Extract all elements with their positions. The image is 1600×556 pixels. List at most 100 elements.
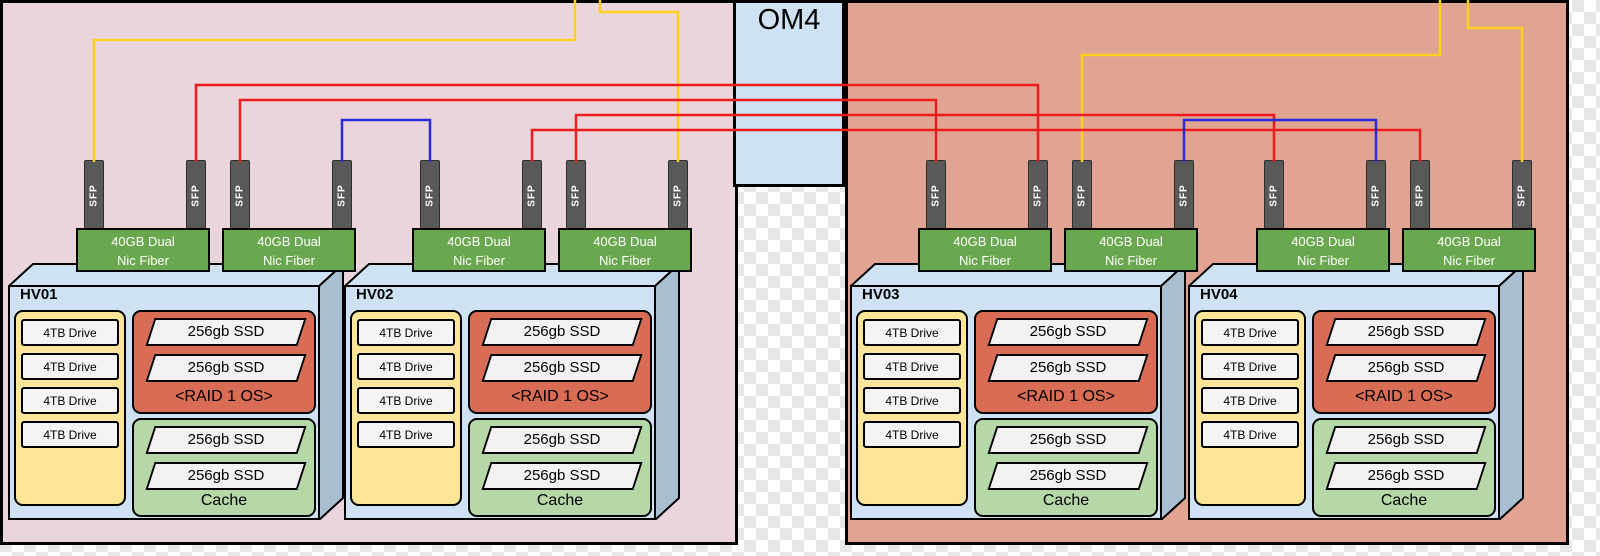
raid-os-group: 256gb SSD 256gb SSD <RAID 1 OS>: [1312, 310, 1496, 414]
ssd-parallelogram: 256gb SSD: [1330, 354, 1482, 382]
sfp-module: SFP: [1264, 160, 1284, 230]
cache-group: 256gb SSD 256gb SSD Cache: [974, 418, 1158, 517]
sfp-module: SFP: [668, 160, 688, 230]
nic-card: 40GB Dual Nic Fiber: [1064, 228, 1198, 272]
cache-group: 256gb SSD 256gb SSD Cache: [468, 418, 652, 517]
sfp-label: SFP: [88, 183, 100, 207]
ssd-label: 256gb SSD: [187, 467, 265, 484]
ssd-parallelogram: 256gb SSD: [486, 426, 638, 454]
sfp-module: SFP: [84, 160, 104, 230]
nic-label-line1: 40GB Dual: [1291, 234, 1355, 249]
sfp-label: SFP: [190, 183, 202, 207]
ssd-label: 256gb SSD: [187, 323, 265, 340]
cache-label: Cache: [1380, 492, 1428, 509]
sfp-module: SFP: [1512, 160, 1532, 230]
raid-os-group: 256gb SSD 256gb SSD <RAID 1 OS>: [468, 310, 652, 414]
ssd-parallelogram: 256gb SSD: [1330, 462, 1482, 490]
om4-label: OM4: [757, 4, 821, 36]
sfp-label: SFP: [1516, 183, 1528, 207]
sfp-module: SFP: [522, 160, 542, 230]
sfp-module: SFP: [186, 160, 206, 230]
nic-label-line2: Nic Fiber: [1296, 253, 1349, 268]
ssd-label: 256gb SSD: [523, 467, 601, 484]
raid-os-group: 256gb SSD 256gb SSD <RAID 1 OS>: [132, 310, 316, 414]
drive-slot: 4TB Drive: [21, 319, 119, 346]
chassis-side-face: [1498, 263, 1524, 520]
ssd-parallelogram: 256gb SSD: [1330, 426, 1482, 454]
nic-label-line1: 40GB Dual: [111, 234, 175, 249]
om4-fiber-box: OM4: [733, 0, 845, 187]
sfp-module: SFP: [1366, 160, 1386, 230]
nic-label-line1: 40GB Dual: [593, 234, 657, 249]
ssd-label: 256gb SSD: [1367, 323, 1445, 340]
ssd-parallelogram: 256gb SSD: [992, 354, 1144, 382]
sfp-label: SFP: [570, 183, 582, 207]
drive-slot: 4TB Drive: [21, 421, 119, 448]
sfp-label: SFP: [1268, 183, 1280, 207]
sfp-module: SFP: [566, 160, 586, 230]
ssd-parallelogram: 256gb SSD: [992, 426, 1144, 454]
drive-bay: 4TB Drive 4TB Drive 4TB Drive 4TB Drive: [856, 310, 968, 506]
drive-slot: 4TB Drive: [863, 421, 961, 448]
ssd-parallelogram: 256gb SSD: [486, 318, 638, 346]
drive-slot: 4TB Drive: [357, 387, 455, 414]
sfp-label: SFP: [1370, 183, 1382, 207]
nic-card: 40GB Dual Nic Fiber: [1256, 228, 1390, 272]
nic-label-line1: 40GB Dual: [447, 234, 511, 249]
ssd-label: 256gb SSD: [1029, 467, 1107, 484]
drive-slot: 4TB Drive: [21, 387, 119, 414]
nic-label-line2: Nic Fiber: [262, 253, 315, 268]
ssd-label: 256gb SSD: [1029, 323, 1107, 340]
cache-label: Cache: [200, 492, 248, 509]
sfp-label: SFP: [526, 183, 538, 207]
ssd-label: 256gb SSD: [1029, 359, 1107, 376]
nic-label-line2: Nic Fiber: [958, 253, 1011, 268]
server-name-label: HV01: [20, 286, 58, 303]
sfp-module: SFP: [1410, 160, 1430, 230]
server-hv04: SFP SFP SFP SFP 40GB Dual Nic Fiber 40GB…: [1188, 160, 1536, 520]
ssd-parallelogram: 256gb SSD: [992, 318, 1144, 346]
ssd-parallelogram: 256gb SSD: [1330, 318, 1482, 346]
drive-slot: 4TB Drive: [863, 353, 961, 380]
sfp-label: SFP: [424, 183, 436, 207]
nic-label-line2: Nic Fiber: [1104, 253, 1157, 268]
ssd-parallelogram: 256gb SSD: [150, 354, 302, 382]
ssd-label: 256gb SSD: [187, 431, 265, 448]
nic-label-line1: 40GB Dual: [257, 234, 321, 249]
raid-label: <RAID 1 OS>: [511, 388, 609, 405]
ssd-parallelogram: 256gb SSD: [486, 462, 638, 490]
cache-group: 256gb SSD 256gb SSD Cache: [1312, 418, 1496, 517]
sfp-module: SFP: [926, 160, 946, 230]
drive-slot: 4TB Drive: [863, 387, 961, 414]
ssd-parallelogram: 256gb SSD: [150, 426, 302, 454]
nic-label-line1: 40GB Dual: [953, 234, 1017, 249]
nic-card: 40GB Dual Nic Fiber: [76, 228, 210, 272]
drive-bay: 4TB Drive 4TB Drive 4TB Drive 4TB Drive: [14, 310, 126, 506]
nic-label-line2: Nic Fiber: [116, 253, 169, 268]
raid-label: <RAID 1 OS>: [1017, 388, 1115, 405]
drive-slot: 4TB Drive: [357, 353, 455, 380]
sfp-label: SFP: [234, 183, 246, 207]
drive-slot: 4TB Drive: [21, 353, 119, 380]
server-hv03: SFP SFP SFP SFP 40GB Dual Nic Fiber 40GB…: [850, 160, 1198, 520]
nic-card: 40GB Dual Nic Fiber: [222, 228, 356, 272]
sfp-label: SFP: [930, 183, 942, 207]
nic-label-line2: Nic Fiber: [452, 253, 505, 268]
ssd-label: 256gb SSD: [1367, 359, 1445, 376]
server-name-label: HV03: [862, 286, 900, 303]
nic-card: 40GB Dual Nic Fiber: [1402, 228, 1536, 272]
ssd-label: 256gb SSD: [1367, 431, 1445, 448]
drive-slot: 4TB Drive: [357, 319, 455, 346]
ssd-label: 256gb SSD: [523, 431, 601, 448]
ssd-label: 256gb SSD: [1367, 467, 1445, 484]
cache-label: Cache: [1042, 492, 1090, 509]
nic-card: 40GB Dual Nic Fiber: [558, 228, 692, 272]
drive-slot: 4TB Drive: [1201, 387, 1299, 414]
server-hv01: SFP SFP SFP SFP 40GB Dual Nic Fiber 40GB…: [8, 160, 356, 520]
chassis-side-face: [318, 263, 344, 520]
drive-slot: 4TB Drive: [1201, 319, 1299, 346]
sfp-module: SFP: [1072, 160, 1092, 230]
sfp-module: SFP: [230, 160, 250, 230]
server-name-label: HV02: [356, 286, 394, 303]
ssd-label: 256gb SSD: [523, 359, 601, 376]
